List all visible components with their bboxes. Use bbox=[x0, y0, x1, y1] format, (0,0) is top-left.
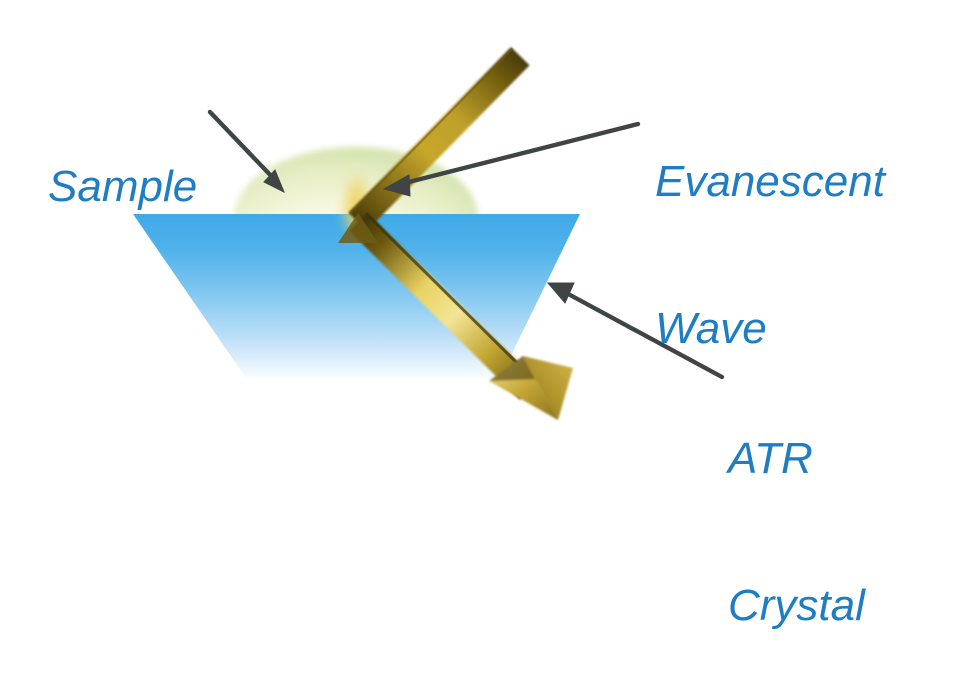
atr-diagram-canvas bbox=[133, 47, 725, 420]
label-evanescent-wave-line2: Wave bbox=[655, 304, 767, 354]
label-evanescent-wave-line1: Evanescent bbox=[655, 156, 885, 206]
label-evanescent-wave: Evanescent Wave bbox=[655, 58, 885, 403]
ir-beam bbox=[338, 47, 573, 420]
label-atr-crystal-line2: Crystal bbox=[728, 581, 865, 631]
label-atr-crystal-line1: ATR bbox=[728, 433, 813, 483]
label-sample: Sample bbox=[48, 63, 197, 260]
label-atr-crystal: ATR Crystal bbox=[728, 335, 865, 680]
ir-beam-apex bbox=[338, 213, 378, 243]
sample-pointer-arrow bbox=[207, 109, 285, 194]
evanescent-wave-pointer-arrow bbox=[382, 121, 641, 197]
ir-beam-arrowhead bbox=[489, 356, 573, 420]
pointer-arrows bbox=[207, 109, 725, 380]
ir-beam-outgoing bbox=[349, 212, 539, 400]
atr-crystal-pointer-arrow bbox=[546, 282, 725, 380]
label-sample-text: Sample bbox=[48, 161, 198, 211]
